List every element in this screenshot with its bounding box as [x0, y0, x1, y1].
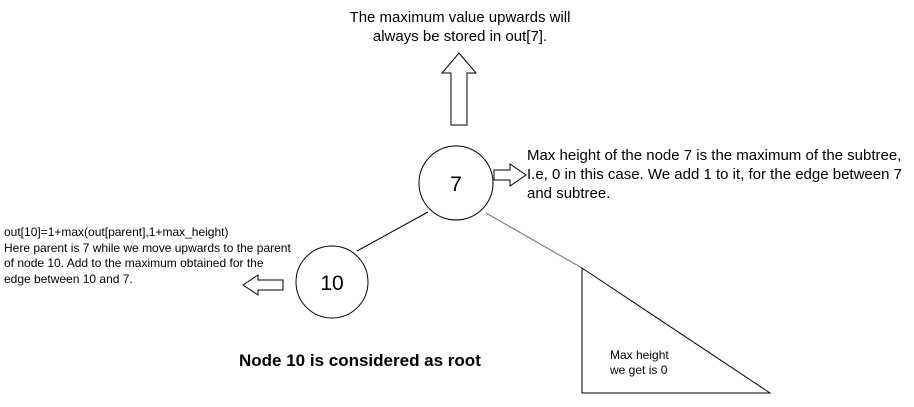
left-note-line: edge between 10 and 7.	[4, 271, 133, 286]
left-note-line: of node 10. Add to the maximum obtained …	[4, 256, 264, 270]
node-10-label: 10	[320, 272, 343, 295]
node-7: 7	[418, 145, 494, 221]
right-arrow-icon	[493, 163, 527, 187]
right-note-line: Max height of the node 7 is the maximum …	[527, 147, 902, 164]
subtree-note-line: Max height	[610, 348, 669, 362]
edge-7-10	[356, 211, 429, 252]
edge-7-subtree	[485, 212, 583, 269]
up-arrow-icon	[440, 52, 478, 126]
subtree-note: Max height we get is 0	[610, 348, 669, 378]
node-10: 10	[295, 245, 369, 319]
diagram-caption: Node 10 is considered as root	[239, 351, 481, 370]
top-note-line: always be stored in out[7].	[372, 28, 548, 45]
right-note-line: I.e, 0 in this case. We add 1 to it, for…	[527, 166, 902, 183]
top-note: The maximum value upwards will always be…	[330, 8, 590, 46]
node-7-label: 7	[450, 173, 462, 196]
left-note-line: out[10]=1+max(out[parent],1+max_height)	[4, 225, 229, 239]
left-arrow-icon	[242, 274, 284, 296]
subtree-triangle	[581, 267, 772, 394]
right-note-line: and subtree.	[527, 185, 611, 202]
left-note-line: Here parent is 7 while we move upwards t…	[4, 240, 291, 255]
top-note-line: The maximum value upwards will	[349, 9, 571, 26]
subtree-note-line: we get is 0	[610, 363, 668, 377]
right-note: Max height of the node 7 is the maximum …	[527, 146, 902, 203]
left-note: out[10]=1+max(out[parent],1+max_height) …	[4, 225, 291, 287]
